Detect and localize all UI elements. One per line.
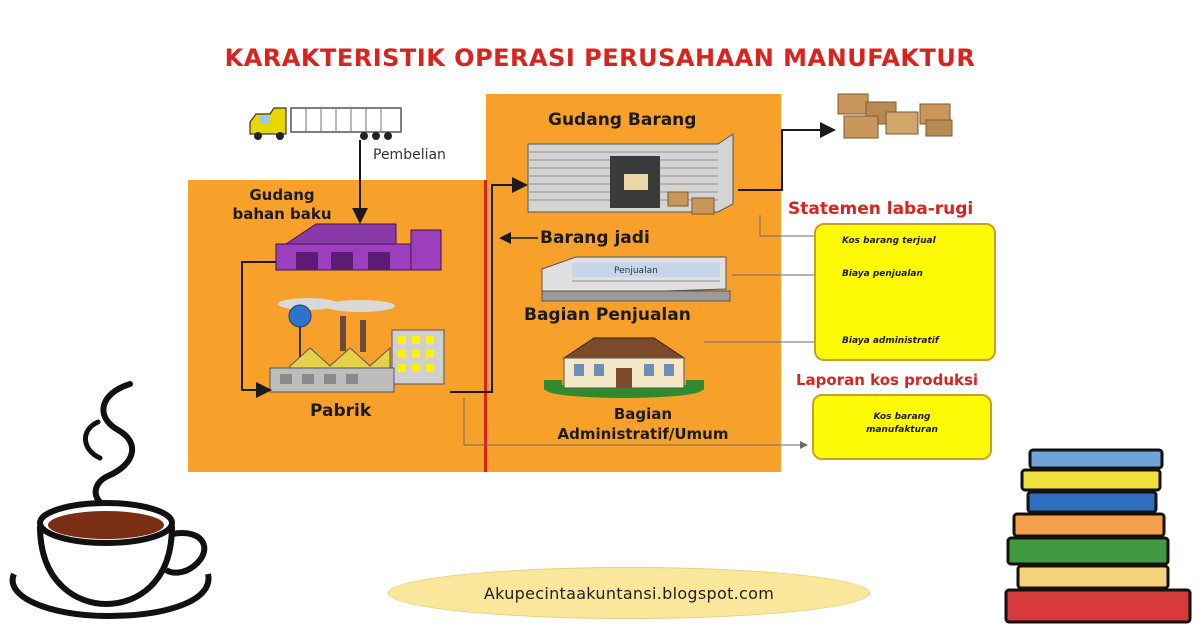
penjualan-sign: Penjualan bbox=[614, 266, 658, 276]
coffee-cup-icon bbox=[9, 381, 212, 620]
sales-store-icon: Penjualan bbox=[541, 256, 731, 302]
item-biaya-penjualan: Biaya penjualan bbox=[842, 269, 923, 279]
label-bagian-administratif: Bagian Administratif/Umum bbox=[557, 405, 729, 443]
heading-laporan-kos-produksi: Laporan kos produksi bbox=[796, 371, 979, 389]
diagram-title: KARAKTERISTIK OPERASI PERUSAHAAN MANUFAK… bbox=[224, 44, 976, 72]
cost-report-box bbox=[812, 394, 992, 460]
blog-url-footer[interactable]: Akupecintaakuntansi.blogspot.com bbox=[388, 567, 870, 619]
label-pabrik: Pabrik bbox=[310, 401, 372, 421]
finished-goods-warehouse-icon bbox=[527, 133, 734, 215]
raw-material-warehouse-icon bbox=[275, 223, 442, 271]
item-kos-barang-manufakturan: Kos barang manufakturan bbox=[866, 412, 938, 435]
label-pembelian: Pembelian bbox=[373, 147, 446, 163]
label-gudang-bahan-baku: Gudang bahan baku bbox=[232, 186, 332, 223]
panel-divider bbox=[484, 180, 487, 472]
admin-building-icon bbox=[544, 337, 704, 398]
income-statement-box bbox=[814, 223, 996, 361]
label-bagian-penjualan: Bagian Penjualan bbox=[524, 305, 691, 325]
boxes-icon bbox=[837, 93, 953, 139]
label-gudang-barang: Gudang Barang bbox=[548, 110, 697, 130]
item-biaya-administratif: Biaya administratif bbox=[842, 336, 939, 346]
heading-statemen-laba-rugi: Statemen laba-rugi bbox=[788, 199, 974, 219]
label-barang-jadi: Barang jadi bbox=[540, 228, 650, 248]
item-kos-barang-terjual: Kos barang terjual bbox=[842, 236, 936, 246]
truck-icon bbox=[249, 107, 402, 140]
books-stack-icon bbox=[1004, 448, 1192, 624]
factory-icon bbox=[269, 298, 445, 393]
